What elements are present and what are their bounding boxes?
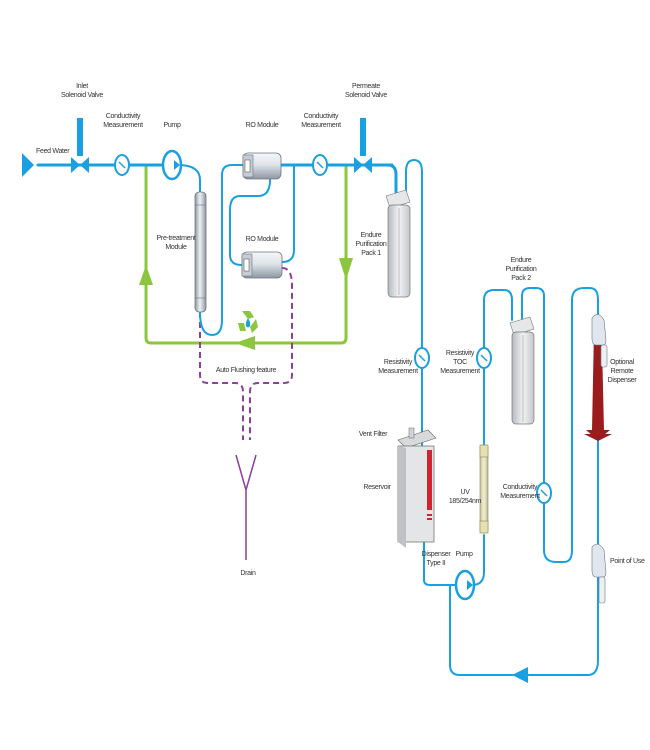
pump-2-label: Pump <box>455 551 472 558</box>
inlet-valve-label-2: Solenoid Valve <box>61 92 103 99</box>
dispenser-type2-label-2: Type II <box>427 560 446 567</box>
recirc-arrow-down <box>339 258 353 280</box>
recirculation-loop <box>139 165 353 350</box>
remote-dispenser <box>584 314 612 441</box>
pump-icon <box>161 149 183 181</box>
conductivity-3-label-2: Measurement <box>500 493 540 500</box>
optional-remote-label-3: Dispenser <box>608 377 638 384</box>
resistivity-label-1: Resistivity <box>384 359 413 366</box>
vent-filter-label: Vent Filter <box>359 431 388 438</box>
feed-water-label: Feed Water <box>36 148 70 155</box>
permeate-valve-label-1: Permeate <box>352 83 380 90</box>
pack-2-label-3: Pack 2 <box>511 275 531 282</box>
return-arrow-left <box>512 667 528 683</box>
labels: Feed Water Inlet Solenoid Valve Conducti… <box>36 83 645 577</box>
ro-module-2-label: RO Module <box>246 236 279 243</box>
pump-icon <box>454 569 476 601</box>
permeate-solenoid-valve <box>354 118 372 173</box>
resistivity-label-2: Measurement <box>378 368 418 375</box>
gauge-icon <box>476 347 492 369</box>
permeate-valve-label-2: Solenoid Valve <box>345 92 387 99</box>
conductivity-2-label-1: Conductivity <box>304 113 339 120</box>
ro-module-1 <box>242 152 282 180</box>
reservoir <box>397 427 437 548</box>
ro-module-2 <box>241 251 283 279</box>
point-of-use-label: Point of Use <box>610 558 645 565</box>
feed-arrow <box>22 153 34 177</box>
pack-1-label-1: Endure <box>361 232 382 239</box>
pump-1-label: Pump <box>163 122 180 129</box>
auto-flush-lines <box>199 267 293 560</box>
resistivity-toc-label-3: Measurement <box>440 368 480 375</box>
inlet-solenoid-valve <box>71 118 89 173</box>
uv-label-2: 185/254nm <box>449 498 482 505</box>
recirc-arrow-up <box>139 265 153 285</box>
pack-2-label-2: Purification <box>505 266 536 273</box>
resistivity-toc-label-2: TOC <box>453 359 467 366</box>
pretreatment-label-1: Pre-treatment <box>157 235 196 242</box>
pretreatment-module <box>194 191 207 313</box>
drain-label: Drain <box>240 570 256 577</box>
ro-module-1-label: RO Module <box>246 122 279 129</box>
pack-2-label-1: Endure <box>511 257 532 264</box>
resistivity-toc-label-1: Resistivity <box>446 350 475 357</box>
optional-remote-label-2: Remote <box>611 368 634 375</box>
uv-label-1: UV <box>460 489 470 496</box>
recirc-arrow-left <box>235 336 255 350</box>
dispenser-type2-label-1: Dispenser <box>422 551 452 558</box>
recycle-icon <box>238 311 258 333</box>
reservoir-label: Reservoir <box>363 484 391 491</box>
vent-filter <box>408 427 415 439</box>
conductivity-1-label-1: Conductivity <box>106 113 141 120</box>
auto-flushing-label: Auto Flushing feature <box>216 367 277 374</box>
point-of-use-dispenser <box>591 543 607 604</box>
conductivity-1-label-2: Measurement <box>103 122 143 129</box>
pack-1-label-2: Purification <box>355 241 386 248</box>
pack-1-label-3: Pack 1 <box>361 250 381 257</box>
purification-pack-2 <box>509 316 535 425</box>
gauge-icon <box>414 347 430 369</box>
optional-remote-label-1: Optional <box>610 359 634 366</box>
pretreatment-label-2: Module <box>165 244 187 251</box>
purification-pack-1 <box>385 189 411 298</box>
water-pipes <box>22 153 599 683</box>
uv-lamp <box>479 444 489 534</box>
gauge-icon <box>536 482 552 504</box>
inlet-valve-label-1: Inlet <box>76 83 88 90</box>
gauge-icon <box>114 154 130 176</box>
conductivity-3-label-1: Conductivity <box>503 484 538 491</box>
gauge-icon <box>312 154 328 176</box>
conductivity-2-label-2: Measurement <box>301 122 341 129</box>
